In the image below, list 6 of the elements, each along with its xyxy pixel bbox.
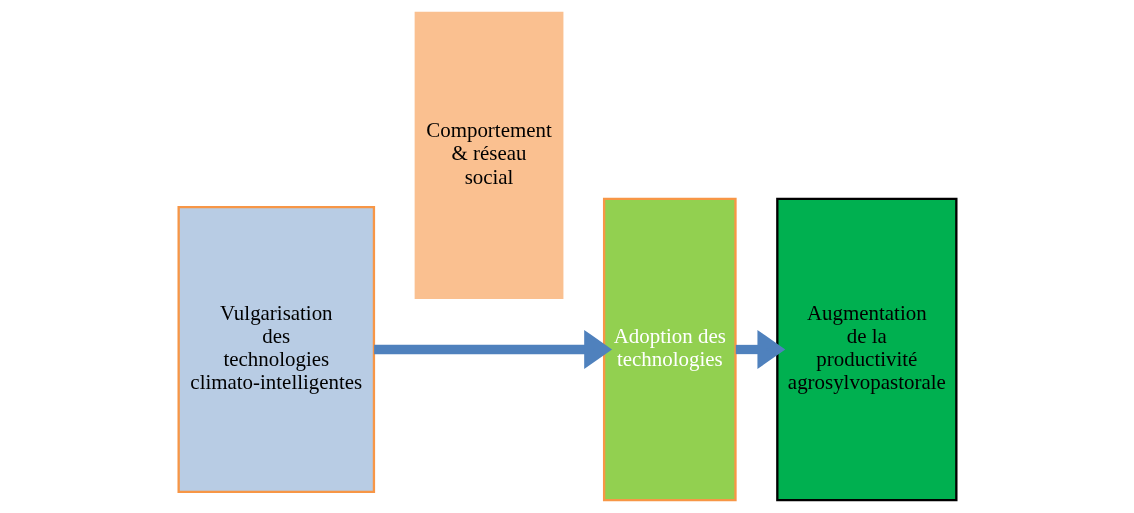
- node-box: Augmentation de la productivité agrosylvopastorale: [775, 197, 957, 502]
- node-box: Vulgarisation des technologies climato-intelligentes: [177, 205, 375, 494]
- arrow: [735, 330, 785, 369]
- arrow: [373, 330, 612, 369]
- node-box: Comportement & réseau social: [414, 11, 563, 299]
- node-box: Adoption des technologies: [602, 197, 737, 502]
